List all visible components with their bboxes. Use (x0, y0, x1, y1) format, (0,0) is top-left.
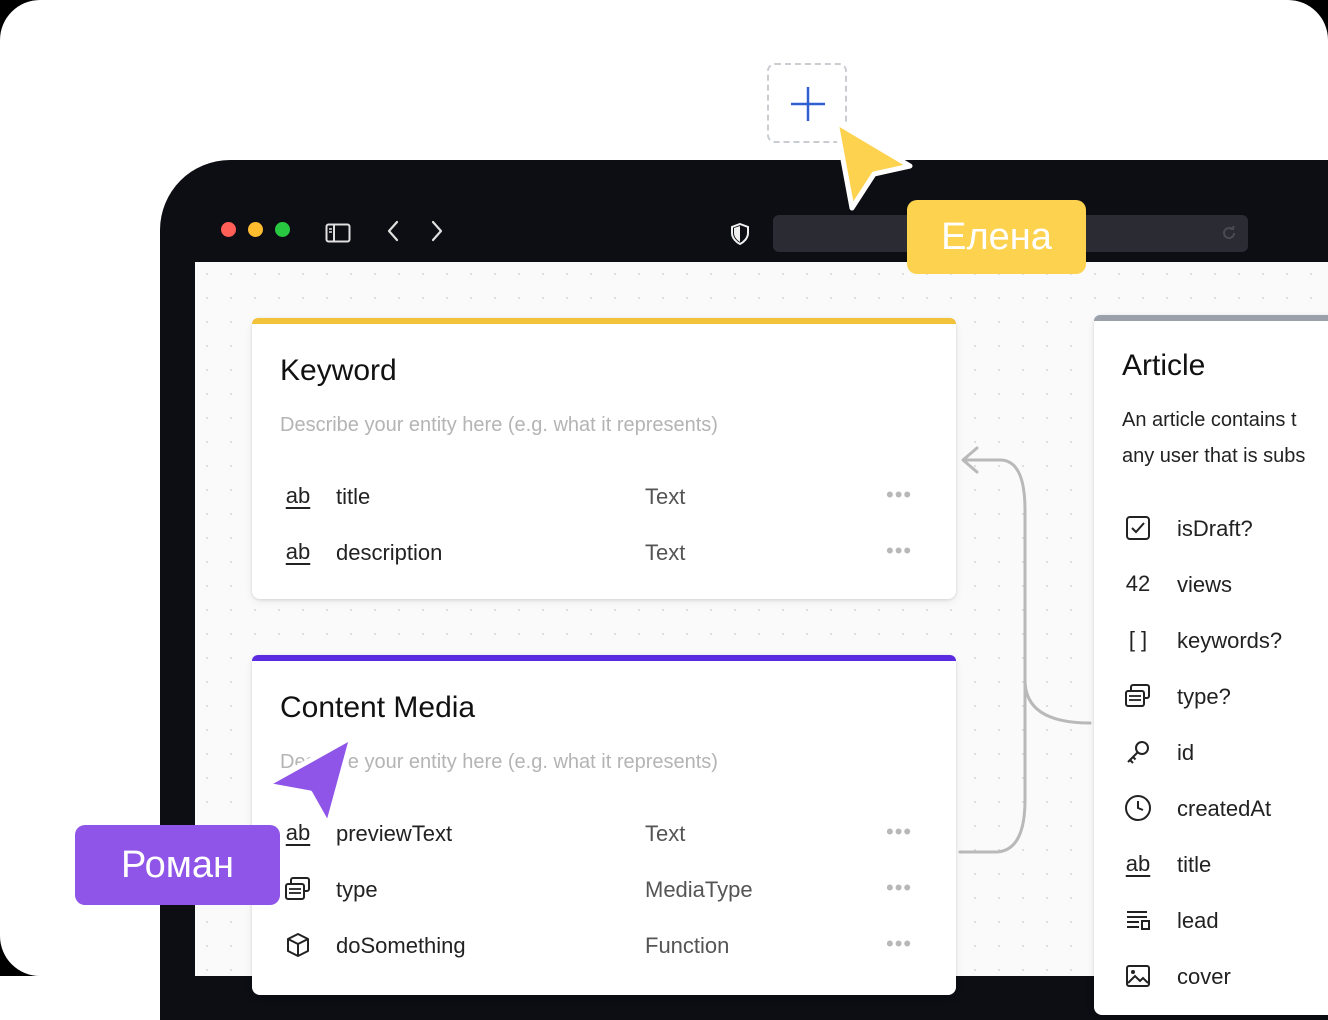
field-row[interactable]: cover (1094, 956, 1328, 996)
collaborator-label-roman: Роман (75, 825, 280, 905)
field-menu-icon[interactable]: ••• (886, 819, 913, 844)
entity-description-input[interactable]: Describe your entity here (e.g. what it … (280, 751, 718, 773)
field-name: description (336, 540, 443, 565)
text-type-icon: ab (1125, 851, 1151, 876)
field-row[interactable]: [ ] keywords? (1094, 620, 1328, 660)
field-row[interactable]: type? (1094, 676, 1328, 716)
card-accent (252, 318, 956, 324)
field-type[interactable]: MediaType (645, 877, 753, 902)
field-row[interactable]: id (1094, 732, 1328, 772)
field-name: type (336, 877, 378, 902)
field-name: isDraft? (1177, 516, 1253, 541)
field-type[interactable]: Text (645, 821, 686, 846)
entity-title[interactable]: Article (1122, 349, 1206, 382)
field-row[interactable]: type MediaType ••• (252, 869, 956, 909)
add-entity-button[interactable] (767, 63, 847, 143)
reload-icon[interactable] (1220, 224, 1238, 242)
entity-title[interactable]: Keyword (280, 354, 397, 387)
field-row[interactable]: ab previewText Text ••• (252, 813, 956, 853)
minimize-window-button[interactable] (248, 222, 263, 237)
field-name: lead (1177, 908, 1219, 933)
field-type[interactable]: Function (645, 933, 730, 958)
checkbox-icon (1122, 514, 1154, 542)
field-row[interactable]: 42 views (1094, 564, 1328, 604)
field-menu-icon[interactable]: ••• (886, 931, 913, 956)
card-accent (252, 655, 956, 661)
cube-icon (283, 931, 313, 959)
key-icon (1122, 738, 1154, 766)
image-icon (1122, 962, 1154, 990)
frame-corner (0, 896, 80, 976)
text-type-icon: ab (285, 820, 311, 845)
frame-corner (1248, 0, 1328, 80)
entity-card-keyword[interactable]: Keyword Describe your entity here (e.g. … (252, 318, 956, 599)
maximize-window-button[interactable] (275, 222, 290, 237)
field-menu-icon[interactable]: ••• (886, 538, 913, 563)
text-type-icon: ab (285, 539, 311, 564)
clock-icon (1122, 794, 1154, 822)
field-row[interactable]: lead (1094, 900, 1328, 940)
field-name: cover (1177, 964, 1231, 989)
entity-description[interactable]: An article contains t (1122, 409, 1297, 431)
collaborator-cursor-icon (833, 119, 913, 211)
field-name: createdAt (1177, 796, 1272, 821)
field-row[interactable]: isDraft? (1094, 508, 1328, 548)
collaborator-label-elena: Елена (907, 200, 1086, 274)
card-accent (1094, 315, 1328, 321)
forward-icon[interactable] (430, 220, 444, 242)
rich-text-icon (1122, 906, 1154, 934)
field-name: doSomething (336, 933, 466, 958)
entity-description[interactable]: any user that is subs (1122, 445, 1306, 467)
plus-icon (791, 87, 825, 121)
entity-card-content-media[interactable]: Content Media Describe your entity here … (252, 655, 956, 995)
field-menu-icon[interactable]: ••• (886, 875, 913, 900)
relation-connector (958, 446, 1092, 854)
frame-corner (0, 0, 80, 80)
field-menu-icon[interactable]: ••• (886, 482, 913, 507)
field-name: id (1177, 740, 1195, 765)
media-type-icon (283, 875, 313, 903)
field-name: views (1177, 572, 1233, 597)
field-name: previewText (336, 821, 453, 846)
field-row[interactable]: createdAt (1094, 788, 1328, 828)
entity-title[interactable]: Content Media (280, 691, 476, 724)
text-type-icon: ab (285, 483, 311, 508)
field-row[interactable]: ab title (1094, 844, 1328, 884)
shield-icon[interactable] (730, 223, 750, 245)
field-row[interactable]: doSomething Function ••• (252, 925, 956, 965)
collaborator-cursor-icon (263, 734, 355, 828)
number-type-icon: 42 (1125, 571, 1151, 596)
field-name: type? (1177, 684, 1231, 709)
sidebar-toggle-icon[interactable] (325, 223, 351, 243)
field-name: title (336, 484, 371, 509)
entity-description-input[interactable]: Describe your entity here (e.g. what it … (280, 414, 718, 436)
field-row[interactable]: ab description Text ••• (252, 532, 956, 572)
field-type[interactable]: Text (645, 484, 686, 509)
field-name: title (1177, 852, 1212, 877)
field-type[interactable]: Text (645, 540, 686, 565)
field-row[interactable]: ab title Text ••• (252, 476, 956, 516)
list-type-icon: [ ] (1128, 627, 1148, 652)
field-name: keywords? (1177, 628, 1283, 653)
back-icon[interactable] (386, 220, 400, 242)
close-window-button[interactable] (221, 222, 236, 237)
entity-card-article[interactable]: Article An article contains t any user t… (1094, 315, 1328, 1015)
media-type-icon (1122, 682, 1154, 710)
